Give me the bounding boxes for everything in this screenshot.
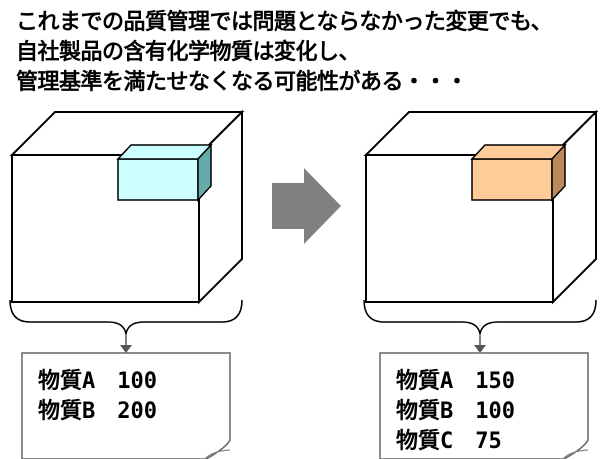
substance-before-2: 物質B 200 — [38, 398, 157, 424]
headline-line-1: これまでの品質管理では問題とならなかった変更でも、 — [16, 10, 553, 35]
part-before-top-face — [116, 144, 213, 160]
pointer-after-head — [474, 345, 486, 353]
product-box-after — [363, 109, 599, 305]
part-after-side-face — [551, 143, 566, 202]
substance-after-1: 物質A 150 — [396, 368, 515, 394]
substance-after-2: 物質B 100 — [396, 398, 515, 424]
substance-after-3: 物質C 75 — [396, 428, 502, 454]
transition-arrow — [272, 168, 341, 244]
note-card-before-curl — [204, 449, 231, 459]
brace-after — [363, 299, 597, 335]
headline-line-3: 管理基準を満たせなくなる可能性がある・・・ — [16, 70, 468, 95]
component-part-before — [116, 143, 213, 202]
note-card-after-curl — [562, 449, 589, 459]
part-after-top-face — [470, 144, 567, 160]
headline: これまでの品質管理では問題とならなかった変更でも、 自社製品の含有化学物質は変化… — [16, 8, 604, 98]
part-after-front-face — [471, 158, 553, 201]
pointer-before-head — [120, 345, 132, 353]
substance-before-1: 物質A 100 — [38, 368, 157, 394]
brace-before — [9, 299, 243, 335]
part-before-front-face — [117, 158, 199, 201]
part-before-side-face — [197, 143, 212, 202]
component-part-after — [470, 143, 567, 202]
product-box-before — [9, 109, 245, 305]
headline-line-2: 自社製品の含有化学物質は変化し、 — [16, 40, 361, 65]
